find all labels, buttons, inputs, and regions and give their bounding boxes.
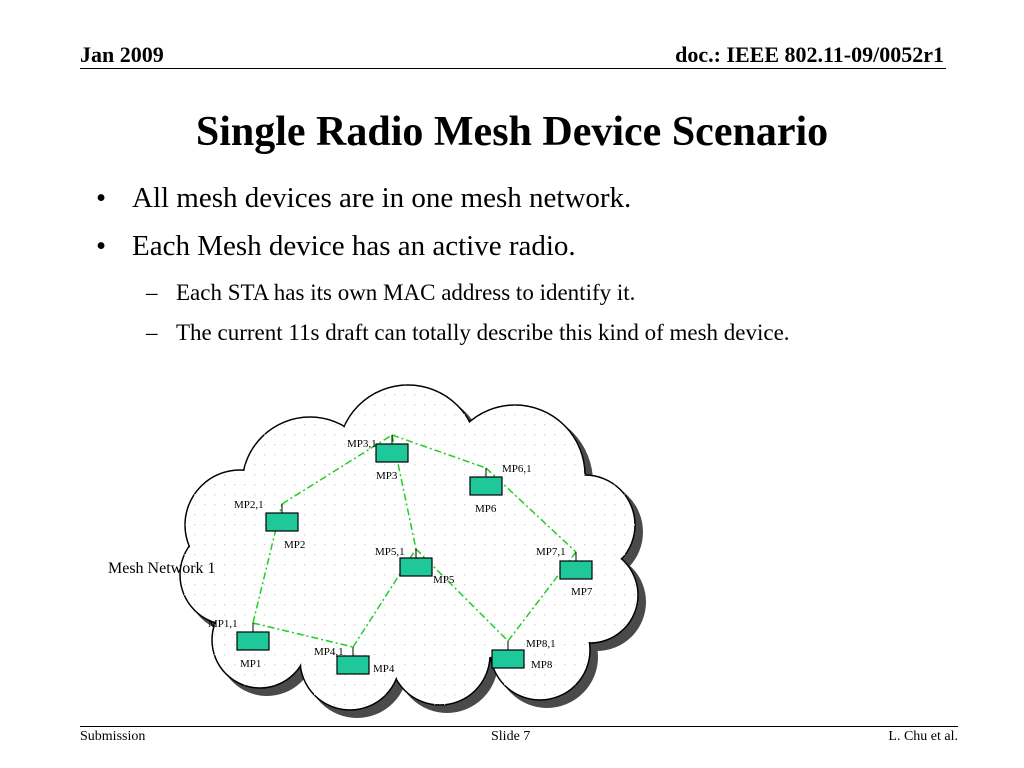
radio-label: MP3,1 — [347, 438, 377, 450]
radio-label: MP4,1 — [314, 646, 344, 658]
mesh-link-mp1-mp4 — [252, 622, 354, 648]
mesh-device-box — [559, 560, 593, 580]
device-label: MP6 — [475, 503, 497, 515]
mesh-link-mp1-mp2 — [252, 503, 283, 624]
footer-submission: Submission — [80, 729, 146, 744]
mesh-device-box — [491, 649, 525, 669]
device-label: MP4 — [373, 663, 395, 675]
mesh-link-mp2-mp3 — [281, 434, 393, 505]
radio-label: MP6,1 — [502, 463, 532, 475]
device-label: MP5 — [433, 574, 455, 586]
slide-title: Single Radio Mesh Device Scenario — [195, 109, 829, 155]
mesh-device-box — [336, 655, 370, 675]
radio-label: MP2,1 — [234, 499, 264, 511]
header-divider — [80, 68, 946, 69]
radio-label: MP5,1 — [375, 546, 405, 558]
sub-bullet-text: The current 11s draft can totally descri… — [176, 320, 790, 345]
device-label: MP2 — [284, 539, 305, 551]
sub-bullet-text: Each STA has its own MAC address to iden… — [176, 280, 636, 305]
device-label: MP3 — [376, 470, 398, 482]
bullet-text: Each Mesh device has an active radio. — [132, 230, 576, 262]
bullet-item: • All mesh devices are in one mesh netwo… — [96, 182, 632, 215]
mesh-link-mp4-mp5 — [352, 548, 417, 648]
header-doc-id: doc.: IEEE 802.11-09/0052r1 — [675, 42, 944, 67]
mesh-device-box — [236, 631, 270, 651]
footer-slide-number: Slide 7 — [491, 729, 531, 744]
sub-bullet-mark: – — [146, 320, 158, 345]
device-label: MP8 — [531, 659, 553, 671]
mesh-device-box — [375, 443, 409, 463]
sub-bullet-item: – Each STA has its own MAC address to id… — [146, 280, 636, 306]
radio-label: MP1,1 — [208, 618, 238, 630]
mesh-device-box — [265, 512, 299, 532]
network-label: Mesh Network 1 — [108, 560, 216, 577]
bullet-item: • Each Mesh device has an active radio. — [96, 230, 576, 263]
mesh-device-box — [399, 557, 433, 577]
device-label: MP7 — [571, 586, 593, 598]
mesh-device-box — [469, 476, 503, 496]
device-label: MP1 — [240, 658, 261, 670]
bullet-mark: • — [96, 230, 107, 262]
sub-bullet-mark: – — [146, 280, 158, 305]
bullet-mark: • — [96, 182, 107, 214]
footer-author: L. Chu et al. — [888, 729, 958, 744]
header-date: Jan 2009 — [80, 42, 164, 67]
bullet-text: All mesh devices are in one mesh network… — [132, 182, 632, 214]
radio-label: MP8,1 — [526, 638, 556, 650]
footer-divider — [80, 726, 958, 727]
mesh-link-mp3-mp6 — [391, 434, 487, 469]
mesh-nodes: MP1,1MP1MP2,1MP2MP3,1MP3MP4,1MP4MP5,1MP5… — [208, 435, 593, 675]
radio-label: MP7,1 — [536, 546, 566, 558]
sub-bullet-item: – The current 11s draft can totally desc… — [146, 320, 790, 346]
